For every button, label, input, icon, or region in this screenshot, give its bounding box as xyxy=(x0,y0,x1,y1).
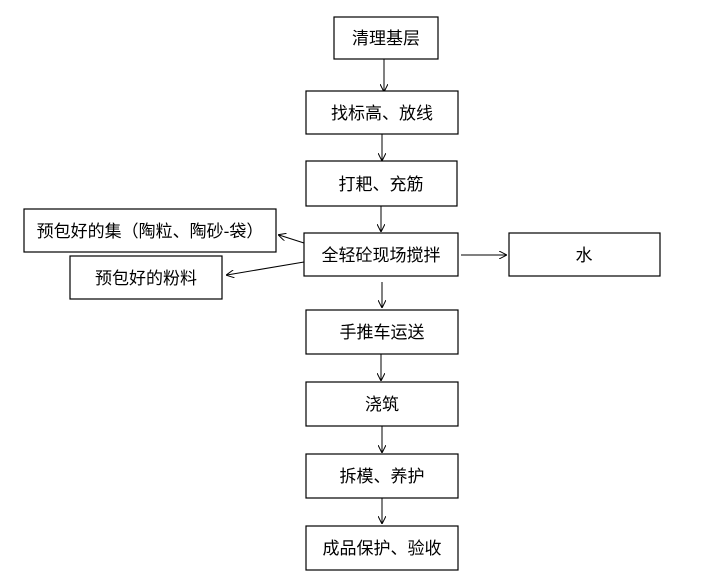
node-mixing-label: 全轻砼现场搅拌 xyxy=(322,246,441,266)
node-powder-mix-label: 预包好的粉料 xyxy=(95,269,197,289)
node-pouring-label: 浇筑 xyxy=(365,395,399,415)
node-demold-cure-label: 拆模、养护 xyxy=(340,467,425,487)
node-finished-protect-label: 成品保护、验收 xyxy=(323,539,442,559)
node-water-label: 水 xyxy=(576,246,593,266)
node-rake-rebar-label: 打耙、充筋 xyxy=(339,175,424,195)
node-aggregate-bag-label: 预包好的集（陶粒、陶砂-袋） xyxy=(37,222,264,242)
edge-mixing-to-powder xyxy=(227,261,305,275)
node-demold-cure: 拆模、养护 xyxy=(305,453,459,499)
node-finished-protect: 成品保护、验收 xyxy=(305,525,459,571)
node-clean-base-label: 清理基层 xyxy=(352,29,420,49)
node-powder-mix: 预包好的粉料 xyxy=(69,255,223,300)
node-water: 水 xyxy=(508,232,661,277)
node-rake-rebar: 打耙、充筋 xyxy=(305,160,458,207)
node-cart-transport: 手推车运送 xyxy=(305,309,459,355)
node-mixing: 全轻砼现场搅拌 xyxy=(303,232,459,277)
node-find-elevation: 找标高、放线 xyxy=(305,90,459,135)
node-aggregate-bag: 预包好的集（陶粒、陶砂-袋） xyxy=(23,208,277,253)
node-clean-base: 清理基层 xyxy=(333,16,439,60)
edge-mixing-to-aggregate xyxy=(279,235,305,244)
node-find-elevation-label: 找标高、放线 xyxy=(331,104,433,124)
node-cart-transport-label: 手推车运送 xyxy=(340,323,425,343)
node-pouring: 浇筑 xyxy=(305,381,459,427)
